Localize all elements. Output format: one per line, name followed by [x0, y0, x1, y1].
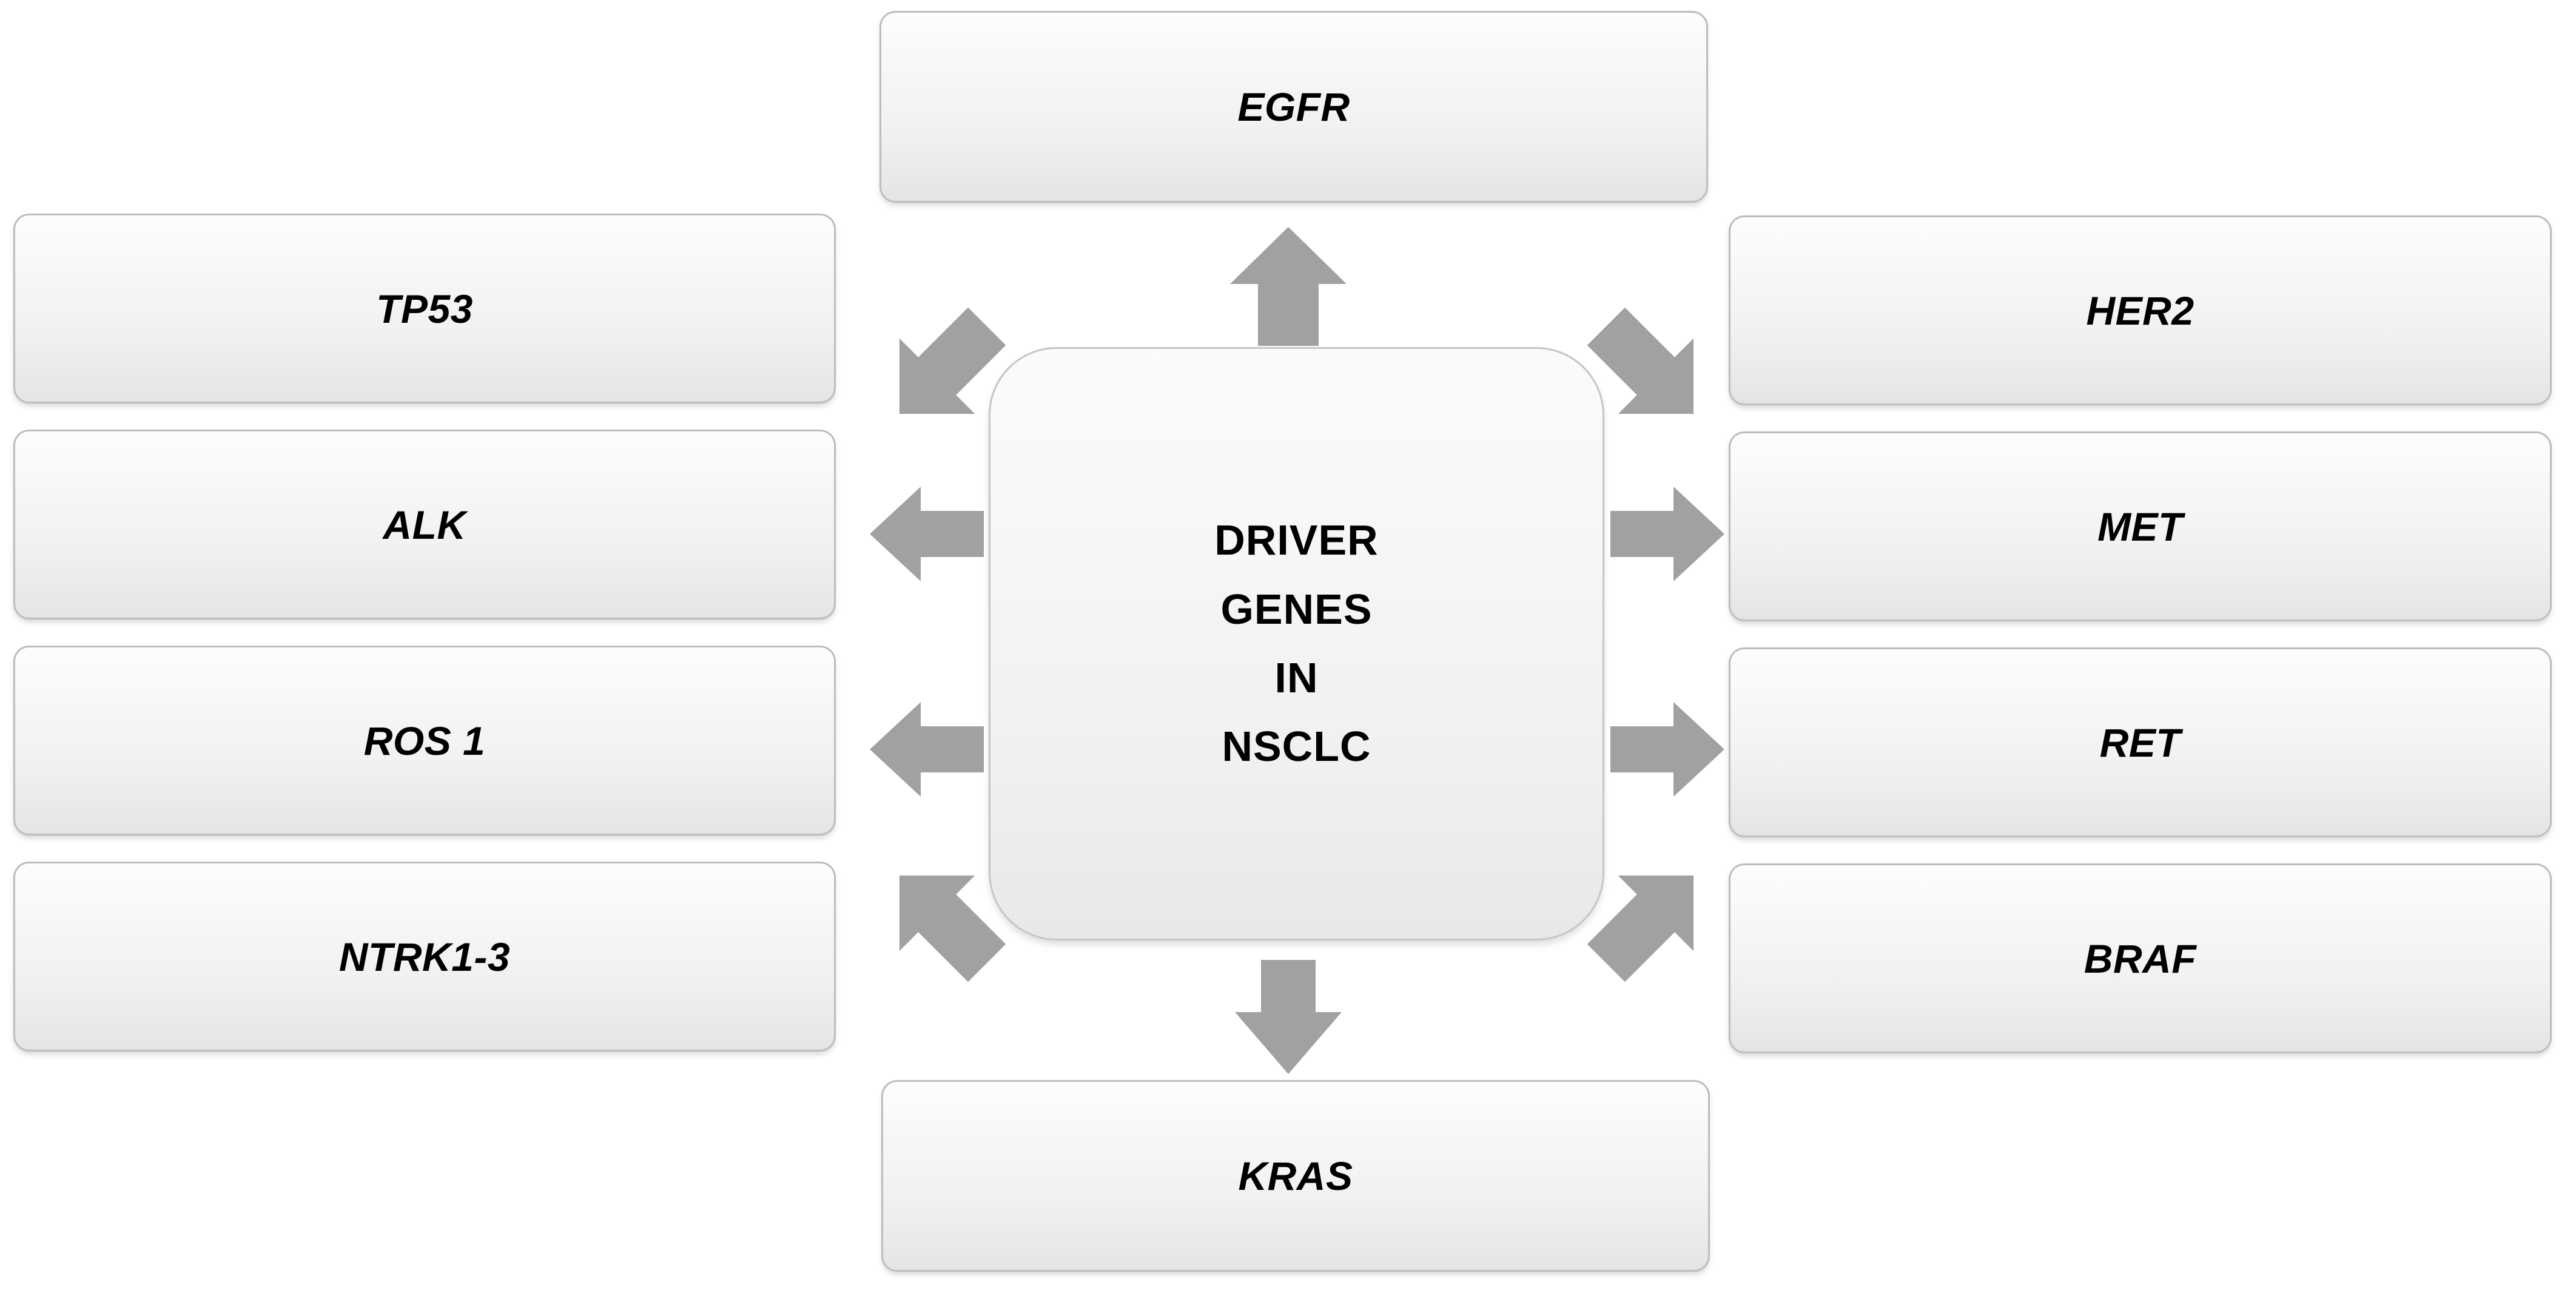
center-line-2: GENES: [1220, 585, 1373, 633]
arrow-right-to-ret: [1610, 701, 1726, 798]
center-line-4: NSCLC: [1222, 723, 1371, 771]
gene-label-met: MET: [2097, 504, 2183, 549]
gene-box-ntrk1-3[interactable]: NTRK1-3: [13, 862, 836, 1052]
gene-box-her2[interactable]: HER2: [1729, 215, 2552, 405]
center-hub[interactable]: DRIVER GENES IN NSCLC: [989, 347, 1604, 940]
gene-label-egfr: EGFR: [1237, 84, 1350, 129]
gene-label-braf: BRAF: [2083, 936, 2197, 981]
arrow-right-to-met: [1610, 485, 1726, 583]
gene-box-ros1[interactable]: ROS 1: [13, 646, 836, 836]
gene-box-kras[interactable]: KRAS: [881, 1080, 1710, 1272]
gene-label-ntrk1-3: NTRK1-3: [338, 934, 511, 979]
arrow-up-to-egfr: [1228, 225, 1349, 346]
gene-box-egfr[interactable]: EGFR: [879, 11, 1708, 203]
gene-box-ret[interactable]: RET: [1729, 647, 2552, 837]
arrow-down-to-kras: [1234, 960, 1343, 1075]
center-line-1: DRIVER: [1214, 516, 1379, 564]
arrow-left-to-alk: [869, 485, 984, 583]
gene-label-alk: ALK: [383, 502, 466, 547]
center-line-3: IN: [1274, 654, 1319, 701]
gene-label-ros1: ROS 1: [363, 718, 486, 763]
gene-box-met[interactable]: MET: [1729, 431, 2552, 621]
gene-label-ret: RET: [2099, 720, 2181, 765]
gene-label-kras: KRAS: [1238, 1153, 1353, 1198]
arrow-left-to-ros1: [869, 701, 984, 798]
gene-box-tp53[interactable]: TP53: [13, 214, 836, 404]
gene-box-alk[interactable]: ALK: [13, 430, 836, 620]
gene-label-her2: HER2: [2086, 288, 2194, 333]
gene-label-tp53: TP53: [376, 286, 473, 331]
gene-box-braf[interactable]: BRAF: [1729, 863, 2552, 1053]
